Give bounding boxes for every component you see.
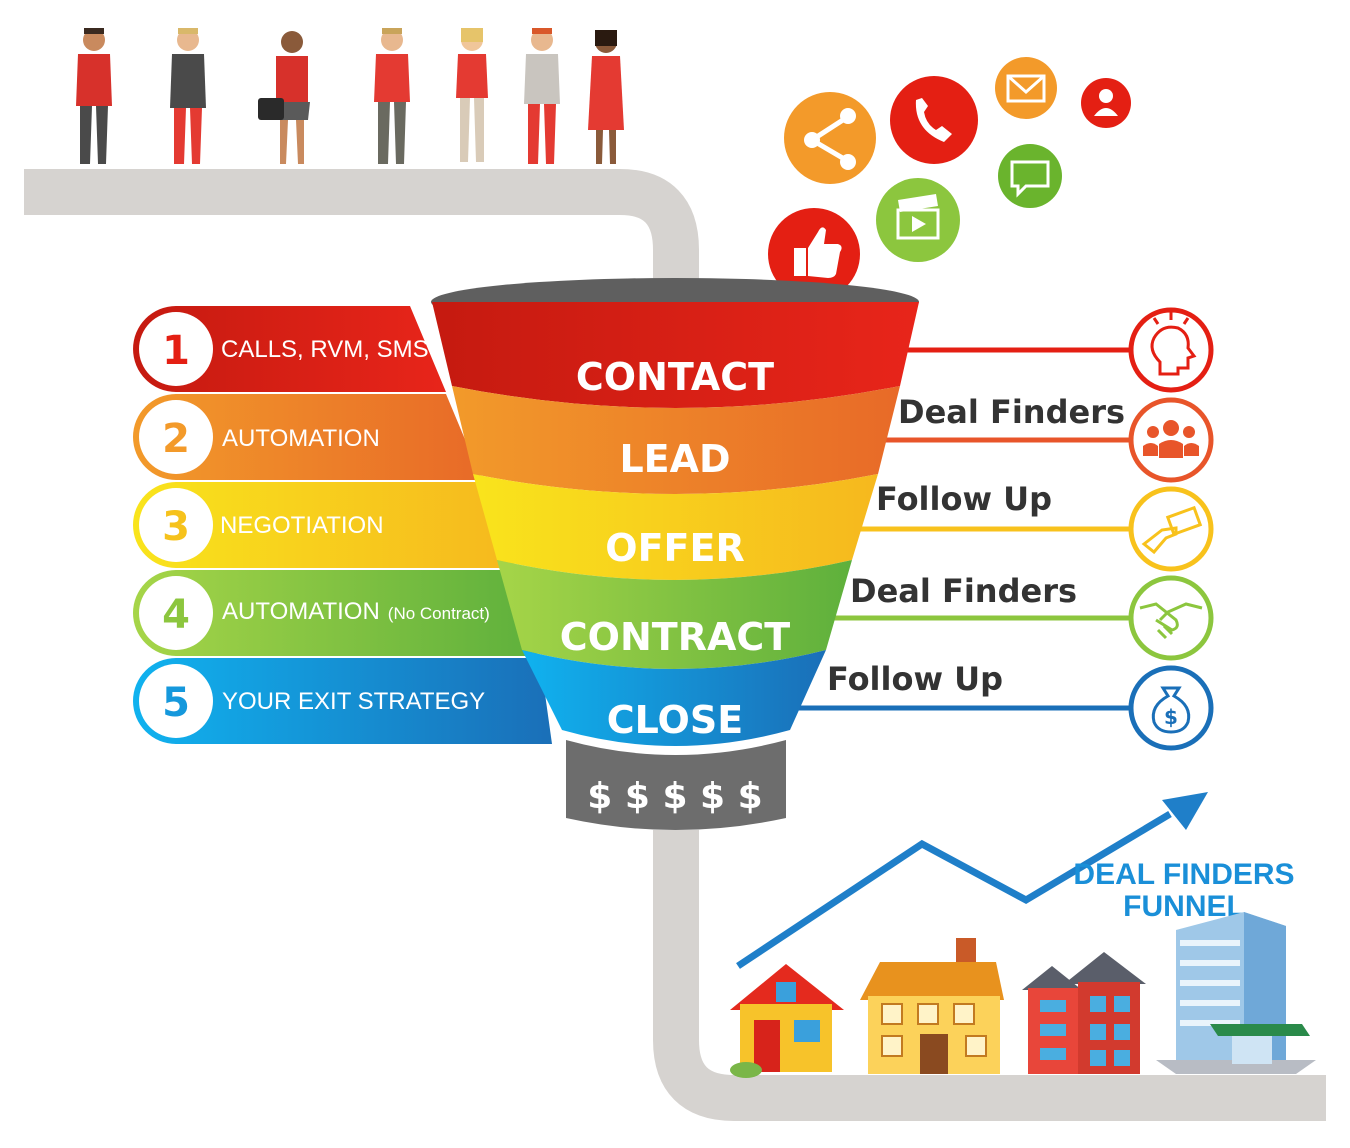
mail-icon: [995, 57, 1057, 119]
step-number: 4: [162, 592, 190, 638]
money-bag-icon: $: [1128, 665, 1214, 751]
right-connectors: [792, 347, 1132, 711]
step-label: YOUR EXIT STRATEGY: [222, 688, 485, 715]
step-band-3: 3 NEGOTIATION: [133, 482, 516, 568]
chat-icon: [998, 144, 1062, 208]
step-number: 3: [162, 504, 190, 550]
phone-icon: [890, 76, 978, 164]
step-label-note: (No Contract): [388, 604, 490, 623]
funnel: CONTACT LEAD OFFER CONTRACT CLOSE $ $ $ …: [431, 278, 919, 830]
step-band-1: 1 CALLS, RVM, SMS: [133, 306, 446, 392]
handshake-icon: [1128, 575, 1214, 661]
house-3: [1022, 952, 1146, 1074]
person-figure: [374, 28, 410, 164]
person-figure: [258, 31, 310, 164]
step-bands: 1 CALLS, RVM, SMS 2 AUTOMATION 3 NEGOTIA…: [133, 306, 552, 744]
person-figure: [456, 28, 488, 162]
person-figure: [588, 30, 624, 164]
dollar-glyph: $: [1164, 705, 1178, 729]
brand-line-1: DEAL FINDERS: [1073, 858, 1294, 891]
step-label: CALLS, RVM, SMS: [221, 336, 429, 363]
person-figure: [524, 28, 560, 164]
group-icon: [1128, 397, 1214, 483]
stage-label-lead: LEAD: [619, 437, 730, 481]
right-label: Follow Up: [876, 480, 1052, 518]
user-icon: [1081, 78, 1131, 128]
step-band-4: 4 AUTOMATION (No Contract): [133, 570, 538, 656]
step-label: NEGOTIATION: [220, 512, 384, 539]
people-row: [76, 28, 624, 164]
right-label: Follow Up: [827, 660, 1003, 698]
houses-row: [730, 912, 1316, 1078]
stage-label-contact: CONTACT: [576, 355, 774, 399]
right-icons: $: [1128, 307, 1214, 751]
funnel-spout: [566, 740, 786, 830]
right-label: Deal Finders: [850, 572, 1077, 610]
step-band-2: 2 AUTOMATION: [133, 394, 482, 480]
step-label-main: AUTOMATION: [222, 598, 380, 625]
right-label: Deal Finders: [898, 393, 1125, 431]
gray-path: [24, 169, 1326, 1121]
idea-head-icon: [1128, 307, 1214, 393]
step-number: 2: [162, 416, 190, 462]
house-1: [730, 964, 844, 1078]
stage-label-contract: CONTRACT: [560, 615, 790, 659]
step-label: AUTOMATION: [222, 425, 380, 452]
video-icon: [876, 178, 960, 262]
stage-label-offer: OFFER: [605, 526, 744, 570]
stage-label-close: CLOSE: [607, 698, 743, 742]
social-icons: [768, 57, 1131, 300]
thumbs-up-icon: [768, 208, 860, 300]
step-label: AUTOMATION (No Contract): [222, 598, 490, 625]
step-number: 5: [162, 680, 190, 726]
office-building: [1156, 912, 1316, 1074]
step-band-5: 5 YOUR EXIT STRATEGY: [133, 658, 552, 744]
spout-label: $ $ $ $ $: [587, 776, 762, 817]
share-icon: [784, 92, 876, 184]
growth-arrow: [736, 792, 1208, 969]
right-labels: Deal Finders Follow Up Deal Finders Foll…: [827, 393, 1125, 698]
house-2: [860, 938, 1004, 1074]
handing-card-icon: [1128, 486, 1214, 572]
person-figure: [76, 28, 112, 164]
step-number: 1: [162, 328, 190, 374]
person-figure: [170, 28, 206, 164]
